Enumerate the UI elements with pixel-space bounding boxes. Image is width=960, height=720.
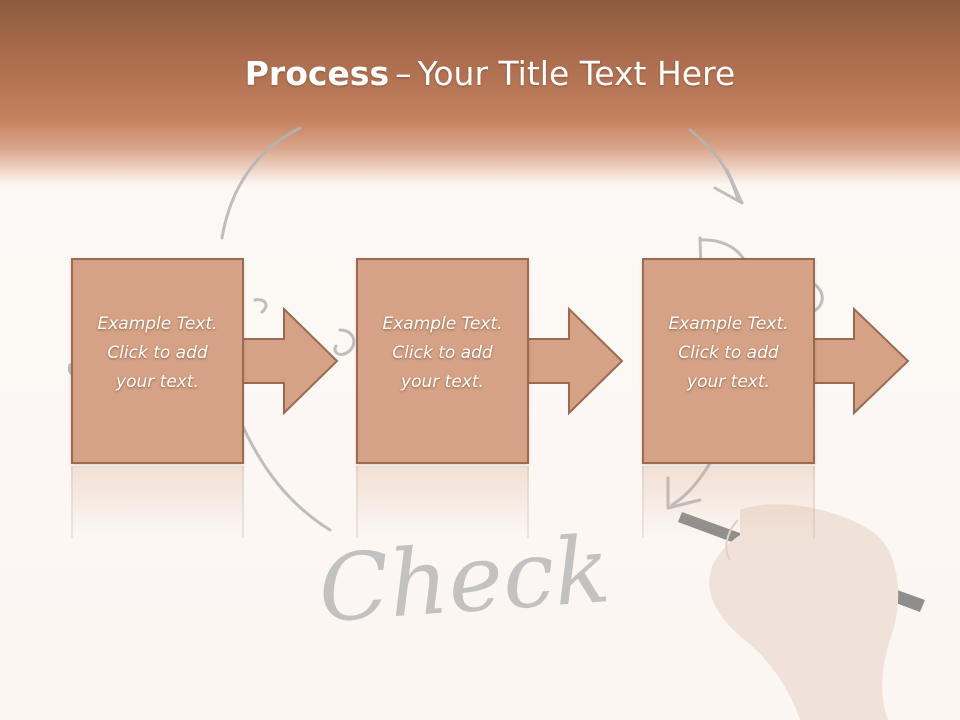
process-step-3[interactable]: Example Text. Click to add your text. <box>642 258 815 464</box>
step-2-line-2: Click to add <box>392 343 493 363</box>
header-band <box>0 0 960 200</box>
process-step-2[interactable]: Example Text. Click to add your text. <box>356 258 529 464</box>
sketch-fragment-act-2 <box>333 328 356 356</box>
slide-title[interactable]: Process–Your Title Text Here <box>0 54 960 93</box>
sketch-arc-left-bottom <box>238 418 332 532</box>
step-3-reflection <box>642 466 815 538</box>
process-step-1[interactable]: Example Text. Click to add your text. <box>71 258 244 464</box>
step-3-line-1: Example Text. <box>668 314 789 334</box>
step-1-reflection <box>71 466 244 538</box>
sketch-arrowhead-right-bottom <box>666 476 702 510</box>
title-separator: – <box>395 54 412 93</box>
sketch-arc-right-bottom <box>670 458 714 507</box>
step-1-line-3: your text. <box>116 372 199 392</box>
hand-icon <box>709 504 899 720</box>
sketch-arrowhead-right-top <box>713 168 744 205</box>
arrow-step-3-icon <box>804 306 910 416</box>
step-3-text[interactable]: Example Text. Click to add your text. <box>650 310 807 397</box>
step-2-reflection <box>356 466 529 538</box>
step-2-text[interactable]: Example Text. Click to add your text. <box>364 310 521 397</box>
step-2-line-3: your text. <box>401 372 484 392</box>
title-rest: Your Title Text Here <box>417 54 736 93</box>
step-3-line-2: Click to add <box>678 343 779 363</box>
hand-with-pen <box>678 504 925 720</box>
step-2-line-1: Example Text. <box>382 314 503 334</box>
step-1-line-2: Click to add <box>107 343 208 363</box>
sketch-fragment-act <box>253 298 268 314</box>
step-3-line-3: your text. <box>687 372 770 392</box>
arrow-step-2-icon <box>519 306 624 416</box>
sketch-word-check: Check <box>315 516 613 643</box>
arrow-step-1-icon <box>234 306 339 416</box>
title-bold: Process <box>244 54 390 93</box>
sketch-arc-left-top <box>220 126 302 240</box>
step-1-line-1: Example Text. <box>97 314 218 334</box>
step-1-text[interactable]: Example Text. Click to add your text. <box>79 310 236 397</box>
